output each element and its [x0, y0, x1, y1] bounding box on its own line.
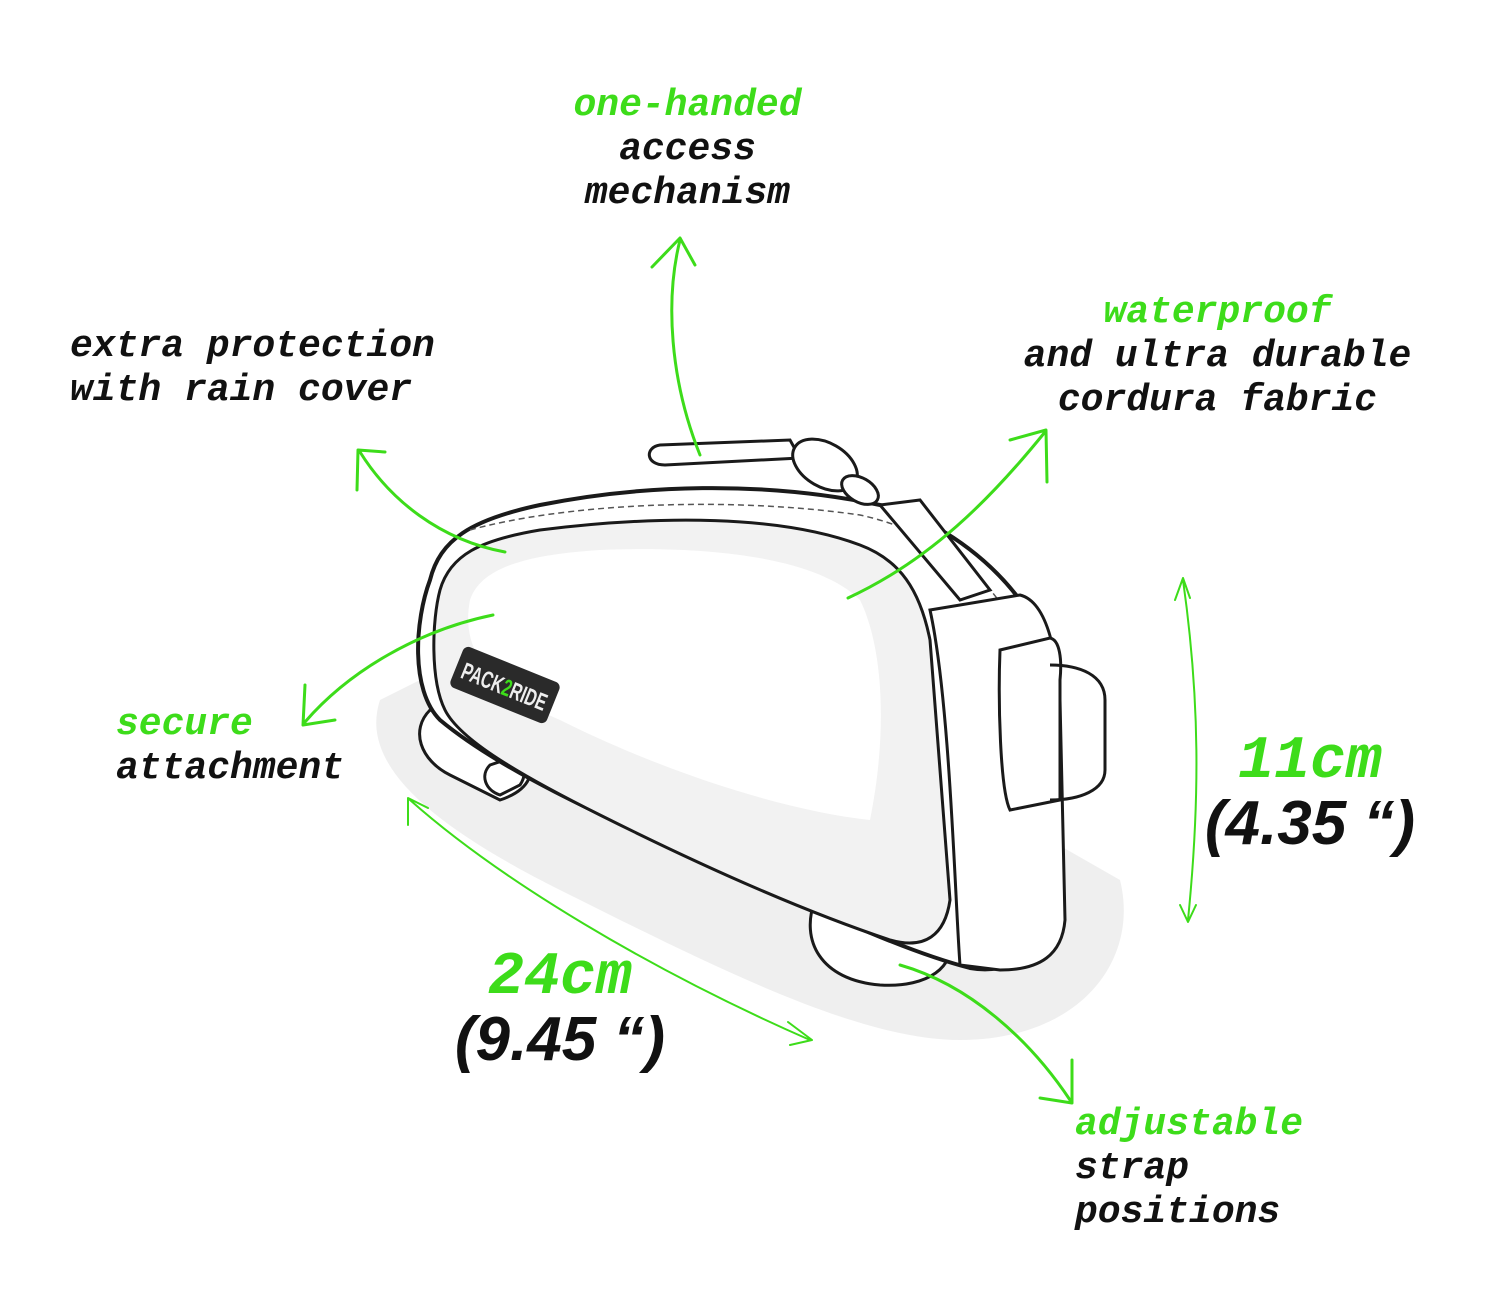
feature-line: access: [619, 128, 756, 171]
feature-line: with rain cover: [70, 369, 413, 412]
arrow-rain-cover: [355, 448, 507, 554]
height-dimension: 11cm(4.35 “): [1190, 732, 1430, 856]
feature-line: positions: [1075, 1191, 1281, 1234]
arrow-height: [1174, 577, 1198, 923]
feature-highlight: adjustable: [1075, 1103, 1304, 1146]
feature-highlight: one-handed: [573, 84, 802, 127]
feature-line: cordura fabric: [1057, 379, 1378, 422]
feature-highlight: secure: [116, 703, 253, 746]
arrow-length: [407, 797, 813, 1046]
feature-highlight: waterproof: [1103, 291, 1332, 334]
side-strap: [997, 636, 1107, 812]
feature-line: attachment: [116, 747, 345, 790]
feature-line: strap: [1075, 1147, 1190, 1190]
bag-side-highlight: [468, 549, 881, 820]
arrow-access: [650, 236, 702, 457]
arrow-fabric: [846, 428, 1049, 600]
length-dimension: 24cm(9.45 “): [440, 948, 680, 1072]
arrow-attachment: [301, 613, 495, 727]
feature-line: and ultra durable: [1023, 335, 1412, 378]
height-metric: 11cm: [1237, 728, 1383, 796]
length-imperial: (9.45 “): [454, 1005, 666, 1074]
feature-line: mechanism: [584, 172, 791, 215]
length-metric: 24cm: [487, 944, 633, 1012]
arrow-strap: [898, 963, 1074, 1105]
height-imperial: (4.35 “): [1204, 789, 1416, 858]
zipper-pull: [647, 437, 993, 602]
feature-line: extra protection: [70, 325, 435, 368]
